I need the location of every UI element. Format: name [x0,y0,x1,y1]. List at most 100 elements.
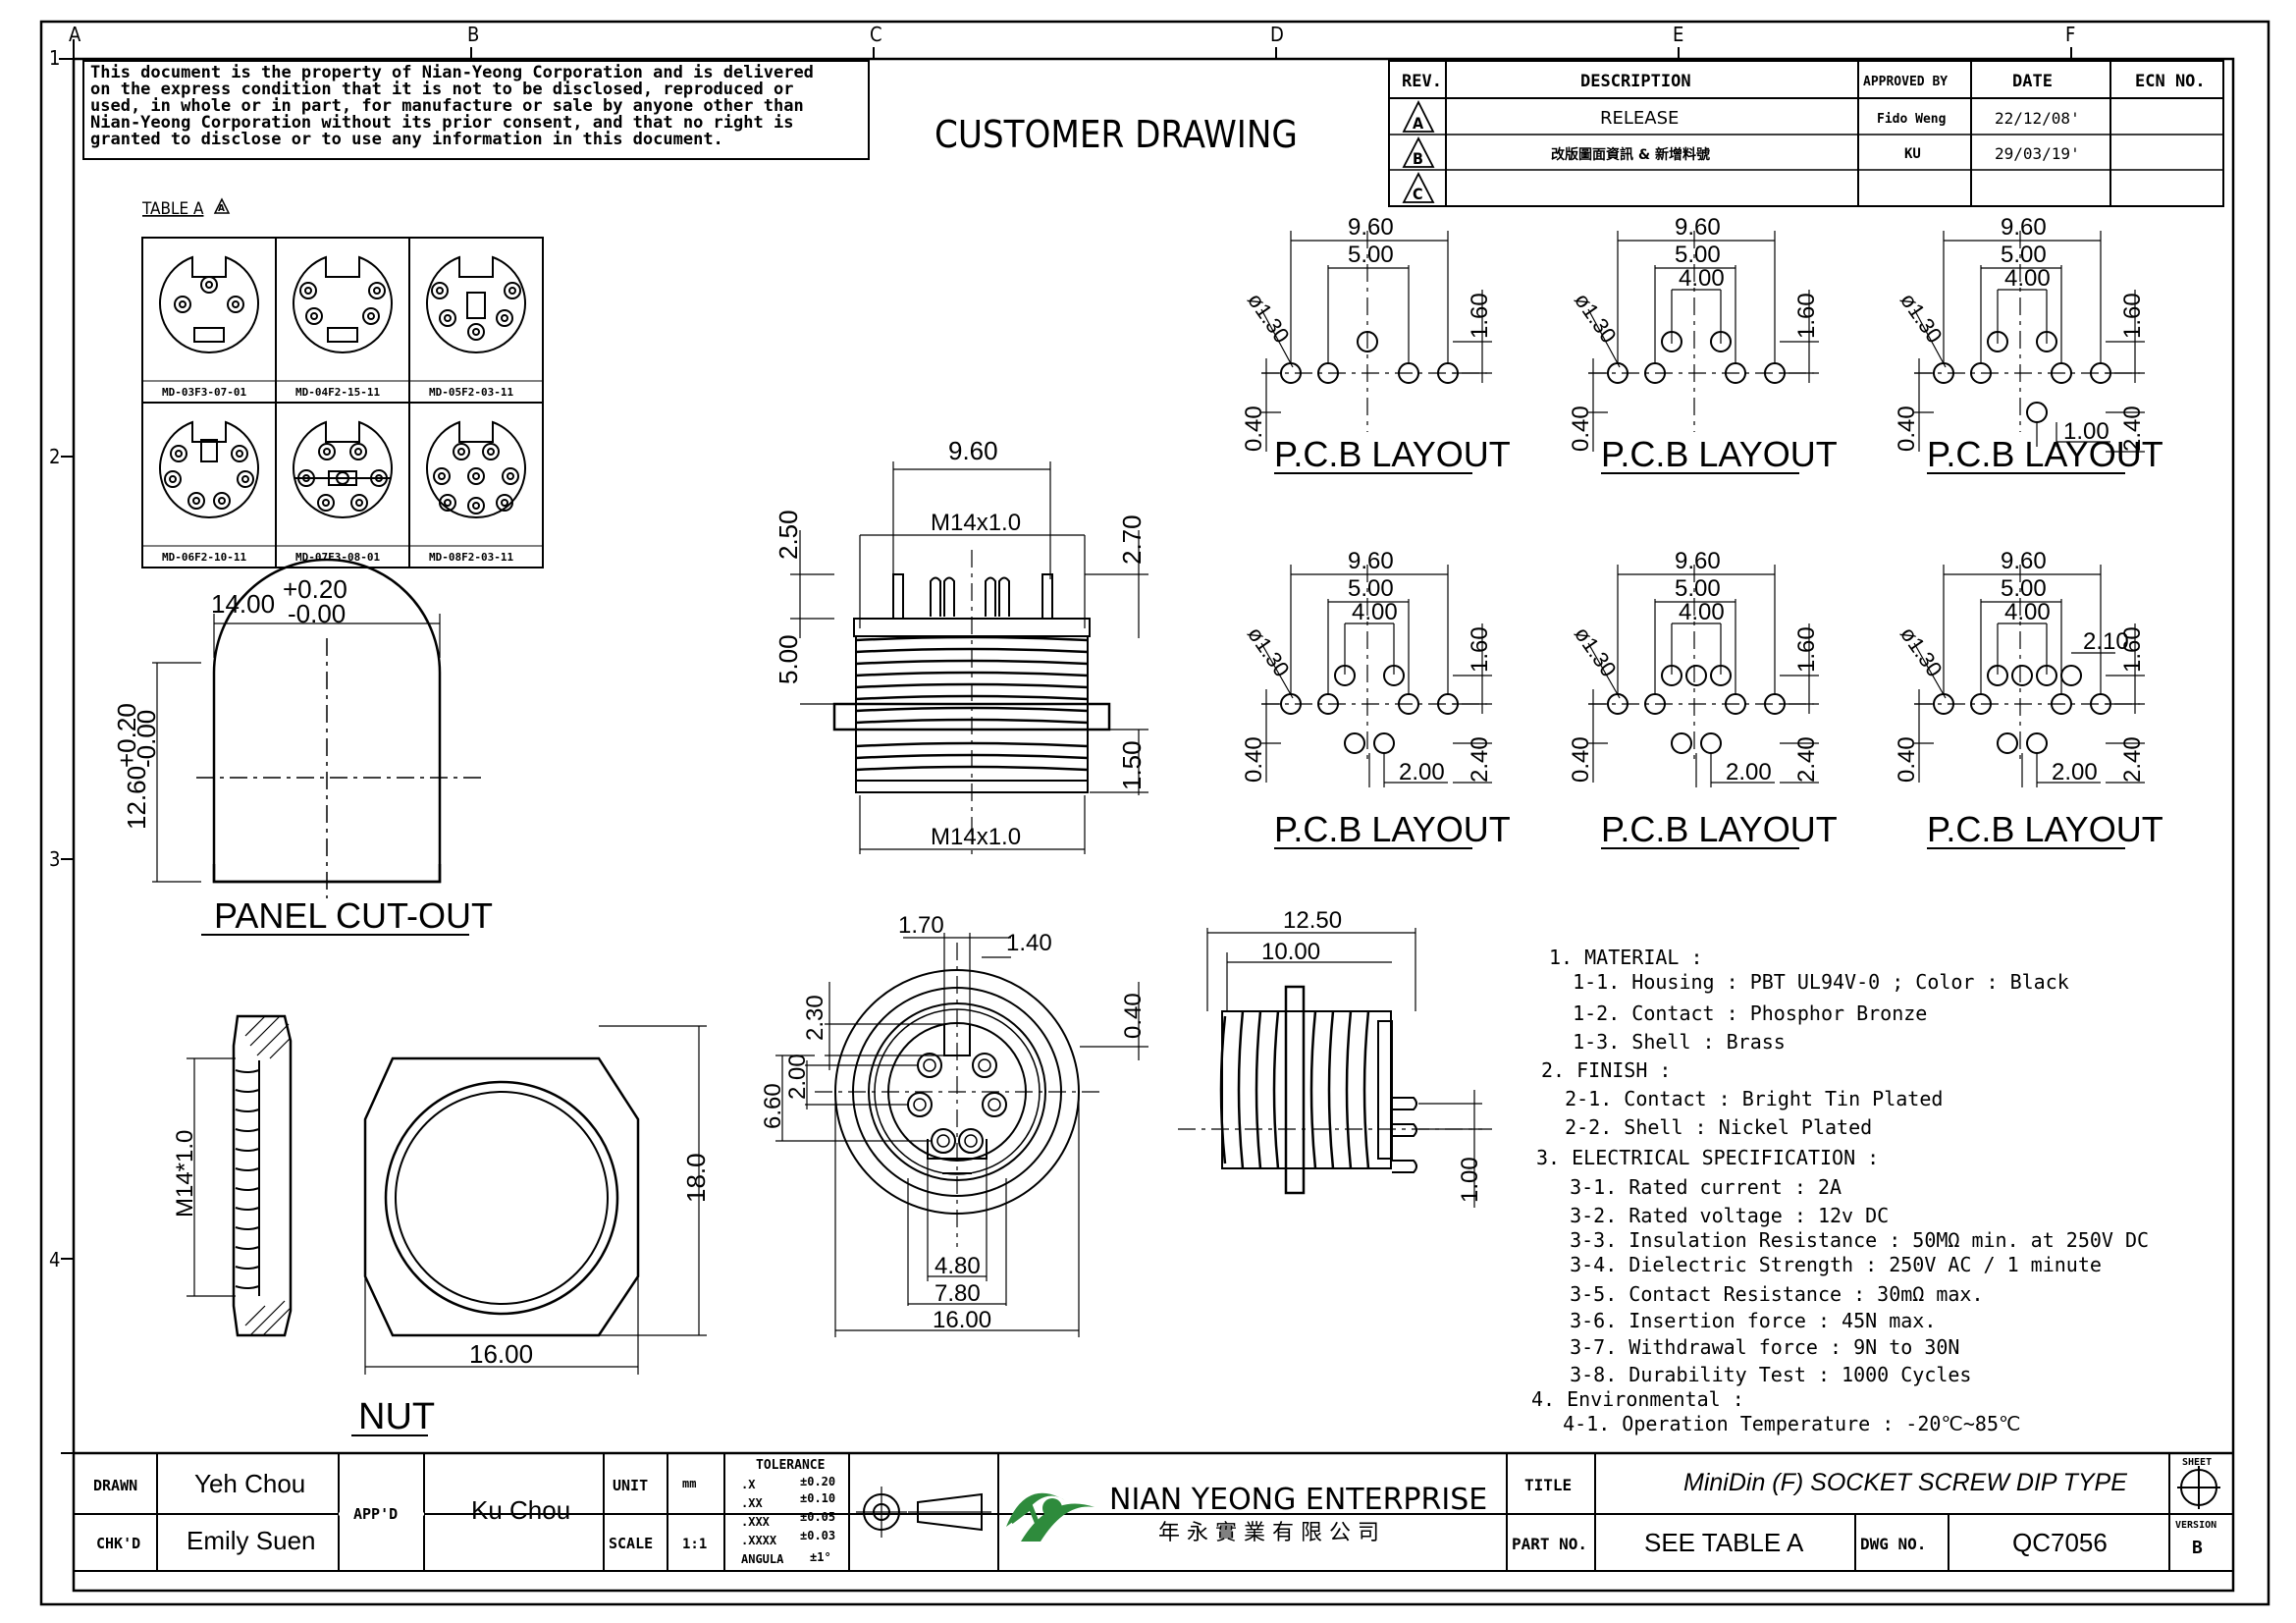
pcb5-d7: 2.40 [1793,736,1820,783]
pcb6-d3: 4.00 [2004,599,2051,625]
pcb-hole [1334,665,1356,686]
minidin-3pin-icon [159,255,259,354]
spec-line-1: 1. MATERIAL : [1549,946,1703,969]
specifications: 1. MATERIAL : 1-1. Housing : PBT UL94V-0… [1531,946,2149,1435]
pcb4-d4: 1.60 [1467,626,1493,673]
sheet-symbol-icon [2177,1466,2220,1509]
part-no-label: PART NO. [1512,1535,1587,1553]
pcb5-d1: 9.60 [1675,548,1721,574]
pcb4-dia: ø1.30 [1243,622,1295,681]
front-dim-7-80: 7.80 [934,1280,981,1307]
panel-height-tol-minus: -0.00 [132,710,161,768]
spec-line-5: 2. FINISH : [1541,1058,1671,1082]
panel-width-tol-plus: +0.20 [283,574,347,604]
pcb1-dia: ø1.30 [1243,289,1295,348]
nut-front-view: 18.0 16.00 NUT [351,1025,711,1437]
nut-label: NUT [358,1396,435,1437]
unit-label: UNIT [613,1477,648,1494]
col-letter-a: A [69,23,81,46]
table-a-item-6: MD-08F2-03-11 [429,551,513,564]
pcb2-d3: 4.00 [1679,265,1725,292]
pcb-hole [1700,732,1722,754]
pcb6-d8: 2.10 [2083,628,2129,655]
pcb-hole [1357,331,1378,352]
pcb-hole [1661,665,1682,686]
pcb-hole [1383,665,1405,686]
pcb5-d6: 2.00 [1726,759,1772,785]
table-a-rev-triangle [213,197,231,214]
scale-value: 1:1 [682,1537,707,1552]
table-a-title: TABLE A [141,199,204,219]
spec-line-11: 3-3. Insulation Resistance : 50MΩ min. a… [1546,1228,2149,1252]
front-dim-6-60: 6.60 [760,1083,786,1129]
pcb-hole [2036,665,2057,686]
company-name: NIAN YEONG ENTERPRISE [1109,1483,1487,1517]
title-block: DRAWN Yeh Chou CHK'D Emily Suen APP'D Ku… [74,1451,2233,1572]
tol-val-3: ±0.05 [800,1510,835,1524]
approved-header: APPROVED BY [1863,75,1948,89]
col-letter-f: F [2065,23,2075,46]
version-value: B [2192,1538,2203,1558]
pcb6-dia: ø1.30 [1896,622,1948,681]
pcb-hole [1997,732,2018,754]
pcb6-d5: 0.40 [1894,736,1920,783]
pcb4-d3: 4.00 [1352,599,1398,625]
company-logo-icon [1006,1492,1095,1542]
customer-drawing-title: CUSTOMER DRAWING [934,113,1298,156]
pcb4-d5: 0.40 [1241,736,1267,783]
chkd-value: Emily Suen [187,1526,316,1555]
minidin-5pin-icon [426,255,526,354]
pcb3-d3: 4.00 [2004,265,2051,292]
company-name-cn: 年 永 實 業 有 限 公 司 [1158,1521,1379,1545]
pcb1-d4: 1.60 [1467,293,1493,339]
pcb3-d5: 0.40 [1894,406,1920,452]
part-no-value: SEE TABLE A [1644,1528,1804,1557]
pcb5-d4: 1.60 [1793,626,1820,673]
row-number-4: 4 [49,1248,60,1271]
table-a-rev-mark: A [218,203,225,214]
revision-table: REV. DESCRIPTION APPROVED BY DATE ECN NO… [1388,60,2224,207]
front-view: 1.70 1.40 0.40 2.30 2.00 6.60 4.80 7.80 … [760,912,1148,1337]
pcb-hole [2026,402,2048,423]
pcb-hole [1710,665,1732,686]
pcb-hole [2026,732,2048,754]
pcb-hole [1685,665,1707,686]
table-a: TABLE A A [141,197,544,568]
side-dim-1-50: 1.50 [1117,740,1147,790]
pcb2-d2: 5.00 [1675,242,1721,268]
row-number-2: 2 [49,445,60,468]
side-thread-bottom: M14x1.0 [931,824,1021,850]
spec-line-14: 3-6. Insertion force : 45N max. [1546,1309,1936,1332]
appd-value: Ku Chou [471,1495,570,1525]
pcb-hole [1710,331,1732,352]
pcb3-d7: 2.40 [2119,406,2146,452]
pcb6-d4: 1.60 [2119,626,2146,673]
border-ticks [59,39,2072,1454]
spec-line-6: 2-1. Contact : Bright Tin Plated [1541,1087,1943,1110]
spec-line-18: 4-1. Operation Temperature : -20℃~85℃ [1539,1412,2020,1435]
rev-b-description: 改版圖面資訊 & 新增料號 [1551,146,1710,163]
inner-frame [72,57,2235,1593]
spec-line-10: 3-2. Rated voltage : 12v DC [1546,1204,1889,1227]
pcb4-d7: 2.40 [1467,736,1493,783]
pcb1-d2: 5.00 [1348,242,1394,268]
chkd-label: CHK'D [96,1535,140,1552]
tolerance-label: TOLERANCE [756,1458,825,1473]
notice-line-4: Nian-Yeong Corporation without its prior… [90,113,793,133]
pcb5-d3: 4.00 [1679,599,1725,625]
tol-key-1: .X [741,1478,756,1491]
spec-line-17: 4. Environmental : [1531,1387,1744,1411]
front-dim-2-30: 2.30 [802,995,828,1041]
sheet-label: SHEET [2182,1457,2212,1468]
pcb3-d6: 1.00 [2063,418,2109,445]
minidin-7pin-icon [293,420,393,519]
col-letter-e: E [1673,23,1683,46]
table-a-item-1: MD-03F3-07-01 [162,386,246,399]
front-dim-1-40: 1.40 [1006,930,1052,956]
drawn-label: DRAWN [93,1477,137,1494]
